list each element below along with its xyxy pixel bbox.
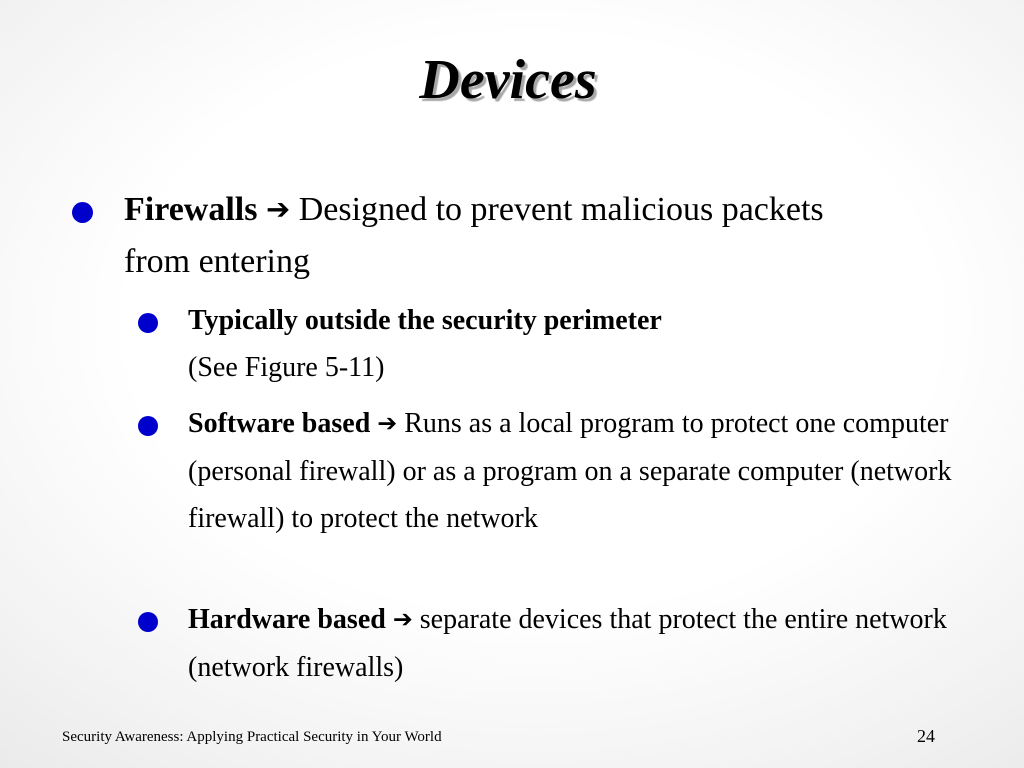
slide-title: Devices [419, 49, 597, 111]
sub-bullet-hardware: Hardware based ➔ separate devices that p… [138, 596, 958, 691]
bullet-dot-icon [138, 416, 158, 436]
bullet-dot-icon [72, 202, 93, 223]
sub-bullet-term: Typically outside the security perimeter [188, 305, 662, 336]
sub-bullet-text: Runs as a local program to protect one c… [188, 408, 952, 534]
sub-bullet-text: separate devices that protect the entire… [188, 604, 947, 683]
bullet-dot-icon [138, 612, 158, 632]
footer-text: Security Awareness: Applying Practical S… [62, 729, 442, 745]
arrow-right-icon: ➔ [392, 605, 413, 633]
sub-bullet-text: (See Figure 5-11) [188, 352, 385, 383]
bullet-text: Designed to prevent malicious packets [298, 191, 824, 228]
bullet-list: Firewalls ➔ Designed to prevent maliciou… [72, 184, 974, 691]
sub-bullet-term: Hardware based [188, 604, 386, 635]
arrow-right-icon: ➔ [377, 409, 398, 437]
sub-bullet-perimeter: Typically outside the security perimeter… [138, 297, 958, 391]
bullet-firewalls: Firewalls ➔ Designed to prevent maliciou… [72, 184, 974, 288]
sub-bullet-software: Software based ➔ Runs as a local program… [138, 400, 958, 542]
sub-bullet-term: Software based [188, 408, 371, 439]
bullet-text-continued: from entering [124, 243, 310, 280]
page-number: 24 [917, 726, 935, 746]
bullet-term: Firewalls [124, 191, 258, 228]
bullet-dot-icon [138, 313, 158, 333]
arrow-right-icon: ➔ [265, 192, 291, 226]
